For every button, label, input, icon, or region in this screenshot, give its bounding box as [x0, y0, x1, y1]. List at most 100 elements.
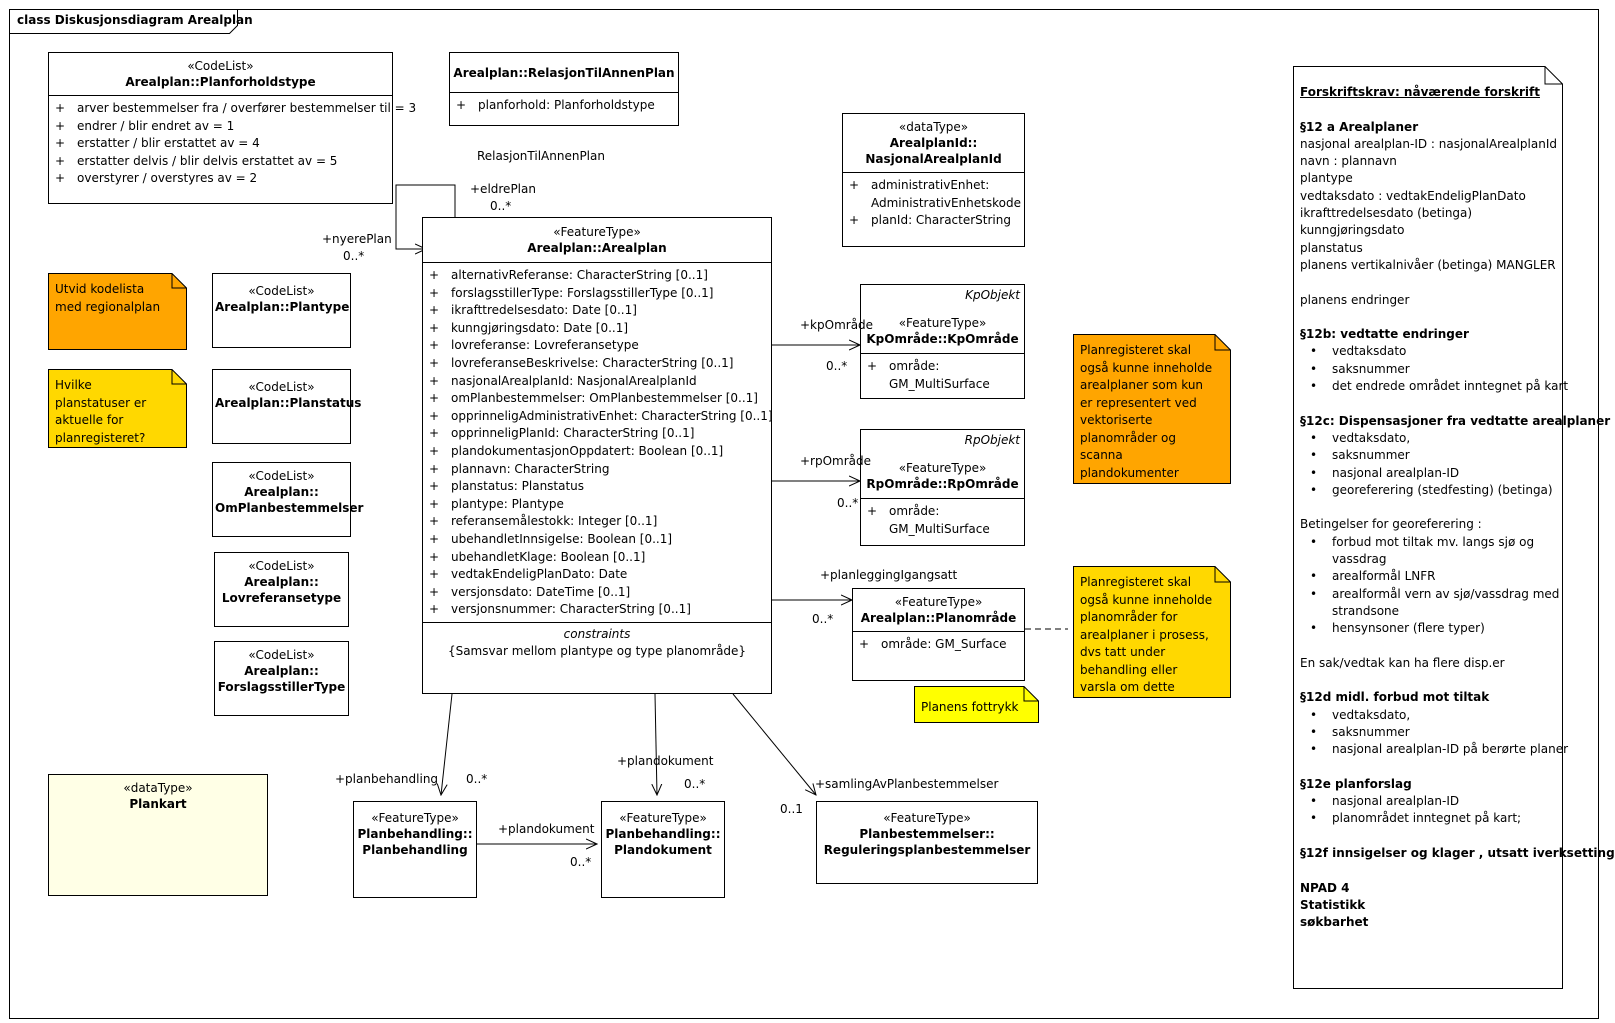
label-plandokument-top: +plandokument — [617, 754, 714, 768]
mult-plandokument-top: 0..* — [684, 777, 706, 791]
planbehandling-class[interactable]: «FeatureType» Planbehandling:: Planbehan… — [353, 801, 477, 898]
requirement-line: •georeferering (stedfesting) (betinga) — [1300, 482, 1553, 499]
attribute-text: planId: CharacterString — [871, 213, 1011, 228]
rpobjekt-tag: RpObjekt — [964, 433, 1020, 447]
arealplan-class[interactable]: «FeatureType» Arealplan::Arealplan +alte… — [422, 217, 773, 694]
attribute: GM_MultiSurface — [867, 521, 1020, 539]
spacer — [1300, 274, 1550, 291]
mult-planlegging: 0..* — [812, 612, 834, 626]
requirement-line: •planområdet inntegnet på kart; — [1300, 810, 1550, 827]
kpomrade-class[interactable]: KpObjekt «FeatureType» KpOmråde::KpOmråd… — [860, 284, 1025, 399]
attribute: + nasjonalArealplanId: NasjonalArealplanI… — [429, 373, 767, 391]
note-planregisteret-2[interactable]: Planregisteret skal også kunne inneholde… — [1073, 566, 1231, 698]
nasjonalarealplanid-class[interactable]: «dataType» ArealplanId:: NasjonalArealpl… — [842, 113, 1025, 247]
stereotype: «CodeList» — [248, 380, 315, 394]
requirement-line: •saksnummer — [1300, 361, 1550, 378]
attribute: +versjonsdato: DateTime [0..1] — [429, 584, 767, 602]
attribute: + område: — [867, 358, 1020, 376]
attribute: +planforhold: Planforholdstype — [456, 97, 674, 115]
attribute: +ikrafttredelsesdato: Date [0..1] — [429, 302, 767, 320]
requirement-line: ikrafttredelsesdato (betinga) — [1300, 206, 1473, 221]
bullet-icon: • — [1310, 534, 1318, 549]
attribute-text: plantype: Plantype — [451, 496, 564, 511]
mult-planbehandling: 0..* — [466, 772, 488, 786]
requirement-text: vassdrag — [1332, 552, 1387, 567]
codelist-omplanbestemmelser[interactable]: «CodeList» Arealplan:: OmPlanbestemmelse… — [212, 462, 363, 537]
requirement-line: nasjonal arealplan-ID : nasjonalArealpla… — [1300, 136, 1557, 151]
attribute-list: +område:GM_MultiSurface — [861, 499, 1024, 542]
requirement-line: kunngjøringsdato — [1300, 223, 1405, 238]
requirement-line: •det endrede området inntegnet på kart — [1300, 378, 1568, 395]
visibility-marker: + — [429, 268, 440, 282]
attribute-text: ubehandletKlage: Boolean [0..1] — [451, 549, 646, 564]
attribute-list: +arver bestemmelser fra / overfører best… — [49, 96, 416, 192]
requirements-text: Forskriftskrav: nåværende forskrift§12 a… — [1300, 84, 1615, 932]
note-planregisteret-1[interactable]: Planregisteret skal også kunne inneholde… — [1073, 334, 1231, 484]
mult-rpomrade: 0..* — [837, 496, 859, 510]
planforholdstype-class[interactable]: «CodeList» Arealplan::Planforholdstype +… — [48, 52, 416, 204]
codelist-planstatus[interactable]: «CodeList» Arealplan::Planstatus — [212, 369, 361, 444]
attribute-list: +område: GM_Surface — [853, 632, 1024, 658]
attribute: +kunngjøringsdato: Date [0..1] — [429, 320, 767, 338]
requirement-line: vassdrag — [1300, 551, 1550, 568]
mult-samling: 0..1 — [780, 802, 803, 816]
attribute-text: GM_MultiSurface — [889, 376, 990, 391]
stereotype: «FeatureType» — [898, 461, 987, 475]
stereotype: «CodeList» — [248, 648, 315, 662]
codelist-forslagsstillertype[interactable]: «CodeList» Arealplan:: ForslagsstillerTy… — [214, 641, 349, 716]
attribute-text: område: — [889, 359, 940, 373]
plandokument-class[interactable]: «FeatureType» Planbehandling:: Plandokum… — [601, 801, 725, 898]
label-nyereplan: +nyerePlan — [322, 232, 392, 246]
requirement-text: nasjonal arealplan-ID på berørte planer — [1332, 742, 1569, 757]
attribute: +plantype: Plantype — [429, 496, 767, 514]
stereotype: «FeatureType» — [894, 595, 983, 609]
attribute-text: nasjonalArealplanId: NasjonalArealplanId — [451, 373, 697, 388]
requirement-text: georeferering (stedfesting) (betinga) — [1332, 482, 1553, 497]
attribute: + administrativEnhet: — [849, 177, 1020, 195]
note-forskriftskrav[interactable] — [1293, 66, 1563, 989]
stereotype: «CodeList» — [248, 469, 315, 483]
note-fottrykk[interactable]: Planens fottrykk — [914, 686, 1039, 723]
visibility-marker: + — [429, 373, 440, 388]
visibility-marker: + — [429, 338, 440, 353]
codelist-plantype[interactable]: «CodeList» Arealplan::Plantype — [212, 273, 351, 348]
visibility-marker — [849, 195, 871, 213]
diagram-frame — [9, 9, 1599, 1019]
requirement-text: nasjonal arealplan-ID — [1332, 794, 1460, 809]
relasjontilannenplan-class[interactable]: Arealplan::RelasjonTilAnnenPlan +planfor… — [449, 52, 679, 126]
reguleringsplanbestemmelser-class[interactable]: «FeatureType» Planbestemmelser:: Reguler… — [816, 801, 1038, 884]
planomrade-class[interactable]: «FeatureType» Arealplan::Planområde +omr… — [852, 588, 1025, 681]
requirement-line: •vedtaksdato, — [1300, 707, 1550, 724]
attribute-list: +planforhold: Planforholdstype — [450, 93, 678, 119]
visibility-marker: + — [867, 359, 878, 373]
stereotype: «FeatureType» — [883, 811, 971, 825]
requirement-line: •nasjonal arealplan-ID — [1300, 465, 1550, 482]
class-name-line2: Lovreferansetype — [221, 591, 342, 605]
planbehandling-line — [441, 693, 453, 795]
visibility-marker: + — [429, 355, 440, 370]
visibility-marker: + — [849, 178, 860, 192]
class-name-line2: Planbehandling — [362, 843, 468, 857]
attribute-text: lovreferanse: Lovreferansetype — [451, 338, 639, 353]
requirement-line: planstatus — [1300, 240, 1363, 255]
spacer — [1300, 672, 1550, 689]
label-eldreplan: +eldrePlan — [470, 182, 536, 196]
mult-eldreplan: 0..* — [490, 199, 512, 213]
codelist-lovreferansetype[interactable]: «CodeList» Arealplan:: Lovreferansetype — [214, 552, 349, 627]
attribute: +arver bestemmelser fra / overfører best… — [55, 100, 416, 118]
requirement-text: saksnummer — [1332, 724, 1410, 739]
note-text: Utvid kodelista med regionalplan — [55, 282, 161, 314]
samling-line — [732, 693, 816, 795]
visibility-marker: + — [429, 285, 440, 300]
note-hvilke[interactable]: Hvilke planstatuser er aktuelle for plan… — [48, 369, 187, 448]
visibility-marker — [867, 376, 889, 394]
visibility-marker — [867, 521, 889, 539]
rpomrade-class[interactable]: RpObjekt «FeatureType» RpOmråde::RpOmråd… — [860, 429, 1025, 546]
attribute-text: administrativEnhet: — [871, 178, 990, 192]
visibility-marker: + — [456, 98, 467, 112]
plankart-class[interactable]: «dataType» Plankart — [48, 774, 268, 896]
requirement-line: vedtaksdato : vedtakEndeligPlanDato — [1300, 188, 1526, 203]
visibility-marker: + — [429, 320, 440, 335]
note-utvid[interactable]: Utvid kodelista med regionalplan — [48, 273, 187, 350]
